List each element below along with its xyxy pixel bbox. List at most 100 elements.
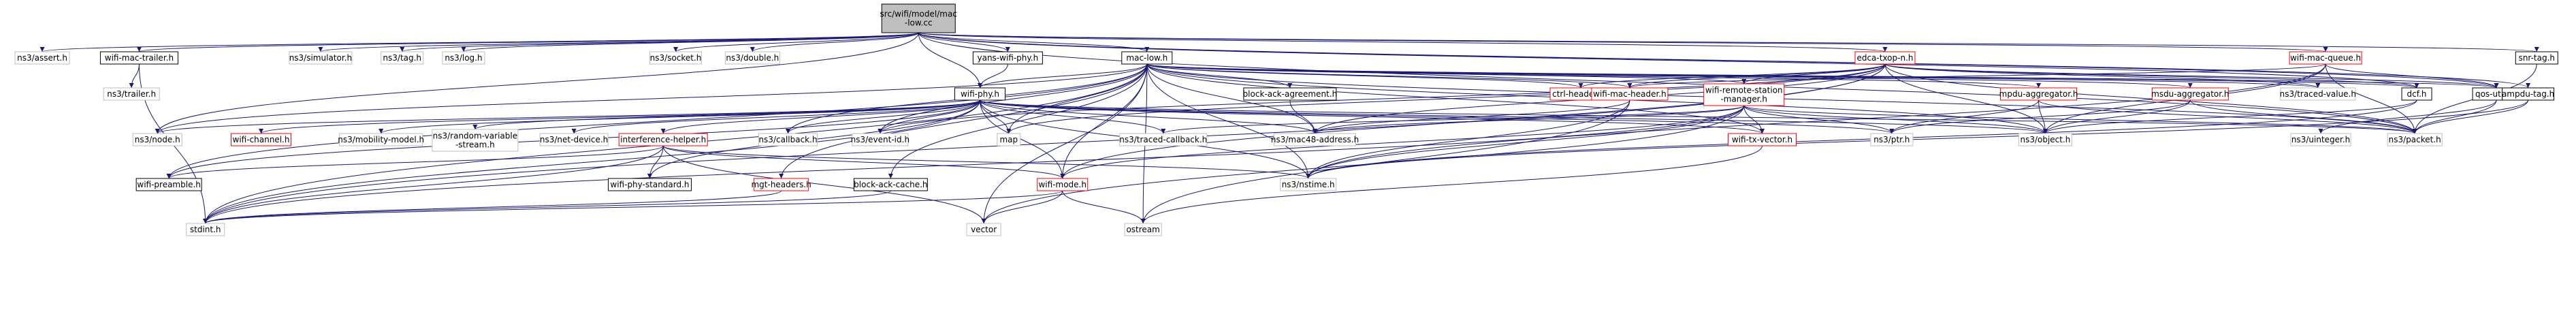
node-box — [1119, 133, 1208, 146]
node-trailer[interactable]: wifi-mac-trailer.h — [99, 51, 178, 65]
node-bacache[interactable]: block-ack-cache.h — [853, 178, 928, 191]
node-vector: vector — [966, 223, 1001, 236]
node-box — [2290, 133, 2351, 146]
node-label: ns3/random-variable — [433, 131, 518, 141]
node-box — [135, 178, 202, 191]
node-phystd[interactable]: wifi-phy-standard.h — [607, 178, 692, 191]
edge-wifiphy-to-mobility — [379, 99, 980, 134]
node-box — [966, 223, 1001, 236]
node-box — [1124, 223, 1162, 236]
edge-maclow-to-mgt — [779, 63, 1148, 179]
edge-maclow-to-mac48 — [1146, 63, 1317, 134]
node-preamble[interactable]: wifi-preamble.h — [135, 178, 202, 191]
node-tracedcb: ns3/traced-callback.h — [1119, 133, 1208, 146]
node-uinteger: ns3/uinteger.h — [2290, 133, 2351, 146]
node-box — [539, 133, 609, 146]
node-box — [2018, 133, 2072, 146]
node-mpdu[interactable]: mpdu-aggregator.h — [1999, 87, 2078, 101]
node-box — [607, 178, 692, 191]
node-random: ns3/random-variable-stream.h — [432, 129, 519, 152]
node-box — [2289, 51, 2362, 65]
edge-msdu-to-packet — [2189, 99, 2417, 134]
edge-ampdutag-to-packet — [2412, 99, 2529, 134]
edge-maclow-to-blockack — [1146, 63, 1293, 89]
edge-edca-to-remote — [1741, 63, 1886, 84]
node-label: block-ack-agreement.h — [1243, 89, 1338, 99]
edge-wifiphy-to-ptr — [979, 99, 1894, 134]
node-label: ns3/socket.h — [650, 53, 702, 63]
node-channel[interactable]: wifi-channel.h — [230, 133, 291, 146]
node-label: ns3/event-id.h — [851, 135, 909, 144]
node-box — [14, 51, 70, 65]
node-label: ns3/log.h — [445, 53, 482, 63]
node-label: wifi-phy-standard.h — [610, 180, 689, 189]
edge-maclow-to-macheader — [1146, 63, 1632, 89]
node-ampdutag[interactable]: ampdu-tag.h — [2502, 87, 2554, 101]
edge-maclow-to-vector — [981, 63, 1148, 224]
edge-interference-to-stdint — [203, 145, 664, 224]
edge-maclow-to-map — [1006, 63, 1148, 134]
node-label: ns3/mac48-address.h — [1271, 135, 1359, 144]
edge-macqueue-to-macheader — [1627, 63, 2326, 89]
node-eventid: ns3/event-id.h — [851, 133, 909, 146]
node-wifiphy[interactable]: wifi-phy.h — [954, 87, 1005, 101]
edge-wifiphy-to-mode — [979, 99, 1065, 179]
node-txvector[interactable]: wifi-tx-vector.h — [1728, 133, 1797, 146]
edge-wifiphy-to-node — [155, 99, 980, 134]
edge-root-to-node — [155, 32, 919, 134]
edge-wifiphy-to-callback — [786, 99, 980, 134]
node-snrtag[interactable]: snr-tag.h — [2515, 51, 2558, 65]
node-box — [649, 51, 703, 65]
edge-edca-to-traced — [1884, 63, 2321, 89]
node-box — [1703, 83, 1785, 106]
node-msdu[interactable]: msdu-aggregator.h — [2151, 87, 2229, 101]
node-box — [1728, 133, 1797, 146]
edge-edca-to-macheader — [1627, 63, 1886, 89]
node-box — [1037, 178, 1089, 191]
edge-root-to-simulator — [318, 32, 919, 52]
edge-wifiphy-to-random — [472, 99, 980, 130]
node-label: ns3/traced-callback.h — [1119, 135, 1207, 144]
node-label: interference-helper.h — [620, 135, 706, 144]
node-label: vector — [971, 225, 997, 234]
edge-maclow-to-wifiphy — [978, 63, 1148, 89]
node-macqueue[interactable]: wifi-mac-queue.h — [2289, 51, 2362, 65]
node-mgt[interactable]: mgt-headers.h — [751, 178, 811, 191]
edge-root-to-dcf — [918, 32, 2419, 89]
node-label: ns3/simulator.h — [289, 53, 352, 63]
node-label: ns3/uinteger.h — [2291, 135, 2350, 144]
node-label: ampdu-tag.h — [2502, 89, 2554, 99]
node-box — [132, 133, 182, 146]
node-dcf[interactable]: dcf.h — [2401, 87, 2432, 101]
edge-macqueue-to-qos — [2325, 63, 2499, 89]
node-interference[interactable]: interference-helper.h — [618, 133, 708, 146]
node-root[interactable]: src/wifi/model/mac-low.cc — [880, 3, 957, 33]
node-box — [954, 87, 1005, 101]
node-stdint: stdint.h — [186, 223, 225, 236]
edge-remote-to-packet — [1743, 105, 2417, 134]
node-blockack[interactable]: block-ack-agreement.h — [1243, 87, 1338, 101]
node-label: -manager.h — [1720, 95, 1767, 104]
node-callback: ns3/callback.h — [758, 133, 818, 146]
node-edca[interactable]: edca-txop-n.h — [1854, 51, 1916, 65]
node-mode[interactable]: wifi-mode.h — [1037, 178, 1089, 191]
node-box — [432, 129, 519, 152]
node-yans[interactable]: yans-wifi-phy.h — [972, 51, 1043, 65]
node-maclow[interactable]: mac-low.h — [1121, 51, 1173, 65]
node-macheader[interactable]: wifi-mac-header.h — [1591, 87, 1669, 101]
edge-root-to-edca — [918, 32, 1887, 52]
edge-macheader-to-nstime — [1306, 99, 1630, 179]
node-label: ns3/node.h — [135, 135, 180, 144]
node-box — [289, 51, 353, 65]
node-box — [2280, 87, 2356, 101]
edge-remote-to-mode — [1060, 105, 1745, 179]
node-label: ns3/net-device.h — [540, 135, 608, 144]
edge-remote-to-stdint — [203, 105, 1745, 224]
node-box — [754, 178, 809, 191]
edge-macqueue-to-packet — [2325, 63, 2417, 134]
node-remote[interactable]: wifi-remote-station-manager.h — [1703, 83, 1785, 106]
node-box — [2151, 87, 2229, 101]
node-label: wifi-mac-queue.h — [2290, 53, 2361, 63]
node-socket: ns3/socket.h — [649, 51, 703, 65]
